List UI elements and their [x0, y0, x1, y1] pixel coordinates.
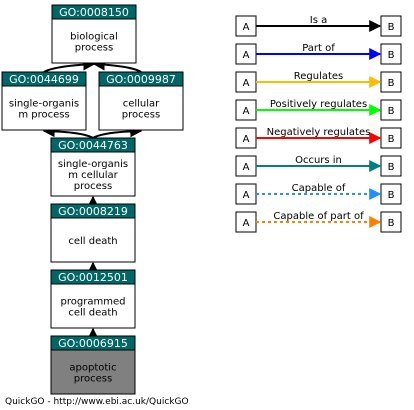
legend-node-a-label: A: [243, 22, 250, 33]
term-id: GO:0012501: [58, 271, 128, 284]
term-header: [50, 269, 136, 285]
go-term-diagram: GO:0008150biologicalprocessGO:0044699sin…: [1, 4, 402, 395]
term-name-line: biological: [70, 32, 118, 43]
legend-node-b-label: B: [388, 218, 395, 229]
term-name-line: process: [74, 181, 112, 192]
legend-node-a-label: A: [243, 218, 250, 229]
legend-node-a-label: A: [243, 162, 250, 173]
relation-edge-is-a: [43, 58, 96, 73]
relation-edge-is-a: [92, 58, 142, 73]
relation-edge-is-a: [92, 125, 143, 139]
legend-node-b-label: B: [388, 190, 395, 201]
term-name-line: programmed: [61, 297, 126, 308]
term-name-line: single-organis: [9, 99, 79, 110]
term-header: [50, 335, 136, 351]
term-name-line: cell death: [68, 308, 117, 319]
term-id: GO:0044763: [58, 139, 128, 152]
legend-node-b-label: B: [388, 106, 395, 117]
legend-node-b-label: B: [388, 50, 395, 61]
term-header: [50, 203, 136, 219]
legend-node-a-label: A: [243, 190, 250, 201]
legend-label: Occurs in: [295, 155, 342, 166]
legend-node-a-label: A: [243, 134, 250, 145]
term-name-line: process: [75, 43, 113, 54]
legend-label: Capable of part of: [273, 211, 364, 222]
legend-label: Regulates: [294, 71, 344, 82]
legend-node-a-label: A: [243, 106, 250, 117]
legend-label: Part of: [302, 43, 335, 54]
relation-edge-is-a: [42, 125, 94, 139]
term-id: GO:0006915: [58, 337, 128, 350]
legend-label: Negatively regulates: [267, 127, 371, 138]
legend-item-part-of: A B Part of: [235, 43, 402, 65]
term-id: GO:0008150: [59, 6, 129, 19]
term-id: GO:0008219: [58, 205, 128, 218]
term-name-line: cellular: [123, 99, 160, 110]
term-header: [1, 71, 87, 87]
legend-item-is-a: A B Is a: [235, 15, 402, 37]
legend-item-regulates: A B Regulates: [235, 71, 402, 93]
legend-node-b-label: B: [388, 162, 395, 173]
legend-label: Positively regulates: [270, 99, 367, 110]
legend-item-occurs-in: A B Occurs in: [235, 155, 402, 177]
term-header: [98, 71, 184, 87]
legend-node-b-label: B: [388, 134, 395, 145]
term-name-line: process: [74, 374, 112, 385]
legend-item-negatively-regulates: A B Negatively regulates: [235, 127, 402, 149]
term-name-line: m cellular: [68, 170, 118, 181]
legend-item-capable-of-part-of: A B Capable of part of: [235, 211, 402, 233]
legend-item-capable-of: A B Capable of: [235, 183, 402, 205]
term-node-go-0008219[interactable]: GO:0008219 cell death: [50, 203, 136, 263]
term-name-line: cell death: [68, 236, 117, 247]
term-id: GO:0009987: [106, 73, 176, 86]
term-name-line: m process: [18, 110, 69, 121]
term-nodes: GO:0008150biologicalprocessGO:0044699sin…: [1, 4, 184, 395]
quickgo-footer: QuickGO - http://www.ebi.ac.uk/QuickGO: [5, 397, 189, 407]
term-header: [51, 4, 137, 20]
relation-edges: [42, 58, 143, 340]
legend-node-a-label: A: [243, 50, 250, 61]
term-name-line: single-organis: [58, 159, 128, 170]
term-id: GO:0044699: [9, 73, 79, 86]
legend-label: Is a: [310, 15, 327, 26]
legend-node-a-label: A: [243, 78, 250, 89]
term-header: [50, 137, 136, 153]
legend-node-b-label: B: [388, 78, 395, 89]
legend-label: Capable of: [292, 183, 346, 194]
term-name-line: process: [122, 110, 160, 121]
legend-item-positively-regulates: A B Positively regulates: [235, 99, 402, 121]
term-name-line: apoptotic: [69, 363, 116, 374]
legend-node-b-label: B: [388, 22, 395, 33]
